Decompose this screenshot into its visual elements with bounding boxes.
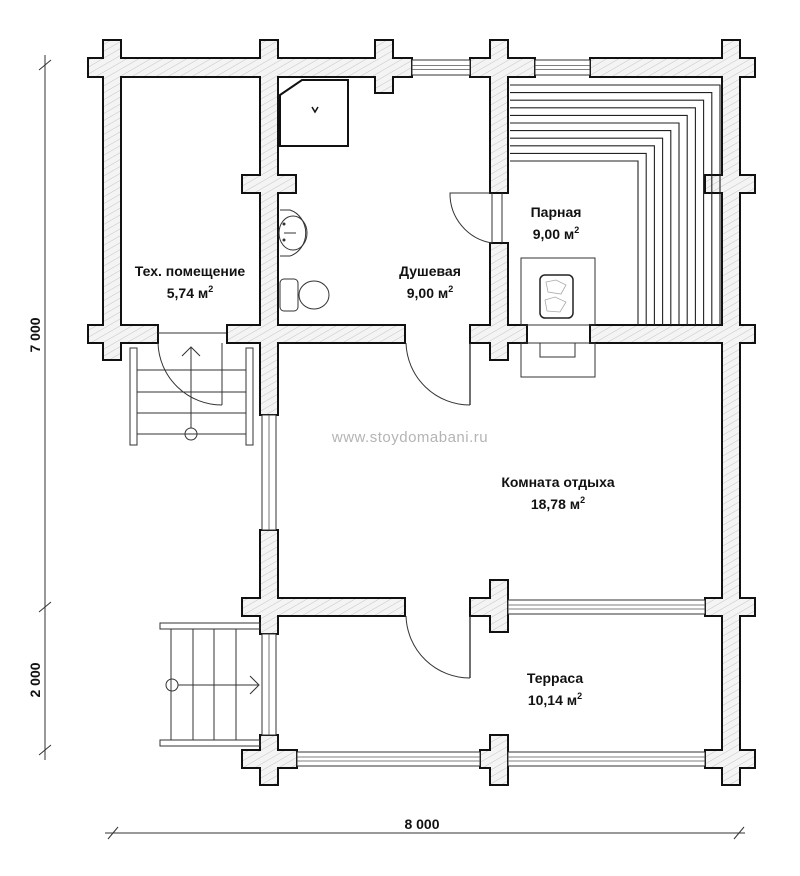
room-name: Душевая [399, 263, 461, 279]
bench-slat [510, 99, 705, 325]
bench-slat [510, 122, 680, 325]
bench-slat [510, 107, 696, 325]
shower-tray [279, 79, 349, 147]
room-lounge: Комната отдыха 18,78 м2 [501, 474, 615, 512]
watermark: www.stoydomabani.ru [331, 429, 488, 446]
bench-slat [510, 84, 721, 325]
room-name: Парная [531, 204, 582, 220]
sink [278, 209, 308, 257]
bench-slat [510, 130, 672, 325]
stairs-terrace [159, 622, 261, 747]
windows [261, 59, 706, 767]
bench-slat [510, 92, 713, 325]
room-tech: Тех. помещение 5,74 м2 [135, 263, 246, 301]
bench-slat [510, 114, 688, 325]
bench-slat [510, 160, 639, 325]
room-terrace: Терраса 10,14 м2 [527, 670, 583, 708]
sauna-stove [520, 257, 596, 378]
dimension-width-total: 8 000 [404, 816, 439, 832]
bench-slat [510, 145, 655, 325]
door-lounge-terrace [405, 615, 471, 679]
window [261, 633, 277, 736]
room-area: 9,00 м2 [407, 284, 454, 301]
bench-slat [510, 152, 647, 325]
room-name: Терраса [527, 670, 583, 686]
window [534, 59, 591, 76]
room-area: 10,14 м2 [528, 691, 582, 708]
room-shower: Душевая 9,00 м2 [399, 263, 461, 301]
room-area: 5,74 м2 [167, 284, 214, 301]
sauna-benches [510, 84, 721, 325]
window [507, 599, 706, 615]
room-name: Комната отдыха [501, 474, 615, 490]
dimension-lines [38, 55, 745, 840]
log-walls [87, 39, 756, 786]
stairs-tech-room [129, 346, 254, 446]
window [507, 751, 706, 767]
doors [157, 192, 503, 679]
room-steam: Парная 9,00 м2 [531, 204, 582, 242]
door-tech-room [157, 342, 223, 406]
door-shower-steam [449, 192, 493, 244]
room-area: 9,00 м2 [533, 225, 580, 242]
dimension-height-main: 7 000 [27, 317, 43, 352]
window [411, 59, 471, 76]
dimension-height-terrace: 2 000 [27, 662, 43, 697]
bench-slat [510, 137, 664, 325]
window [261, 414, 277, 531]
room-area: 18,78 м2 [531, 495, 585, 512]
toilet [279, 278, 330, 312]
window [296, 751, 481, 767]
room-name: Тех. помещение [135, 263, 246, 279]
door-shower-lounge [405, 342, 471, 406]
